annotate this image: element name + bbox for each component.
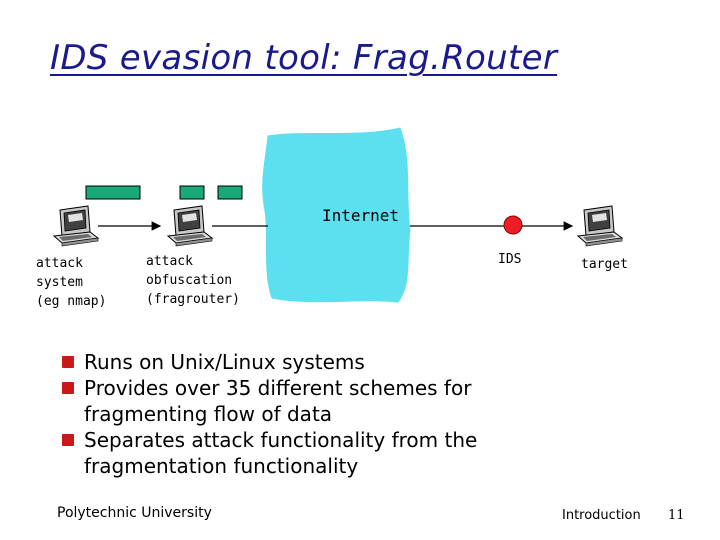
bullet-item: Provides over 35 different schemes for f… [62,375,682,427]
attack-system-computer-icon [53,205,99,247]
bullet-marker-icon [62,356,74,368]
packet-3 [217,185,243,200]
internet-cloud-shape [262,127,411,303]
bullet-marker-icon [62,382,74,394]
attack-system-label: attack system (eg nmap) [36,256,107,309]
internet-label: Internet [322,206,400,225]
obfuscation-computer-icon [167,205,213,247]
footer-institution: Polytechnic University [57,505,212,521]
bullet-item: Runs on Unix/Linux systems [62,349,682,375]
bullet-marker-icon [62,434,74,446]
footer-section: Introduction [562,508,641,523]
bullet-item: Separates attack functionality from the … [62,427,682,479]
bullet-list: Runs on Unix/Linux systems Provides over… [62,349,682,479]
packet-1 [85,185,141,200]
ids-node [503,215,523,235]
ids-label: IDS [498,252,522,267]
footer-page-number: 11 [668,508,685,523]
slide-title: IDS evasion tool: Frag.Router [50,38,558,78]
target-computer-icon [577,205,623,247]
target-label: target [581,257,628,272]
packet-2 [179,185,205,200]
obfuscation-label: attack obfuscation (fragrouter) [146,254,240,307]
